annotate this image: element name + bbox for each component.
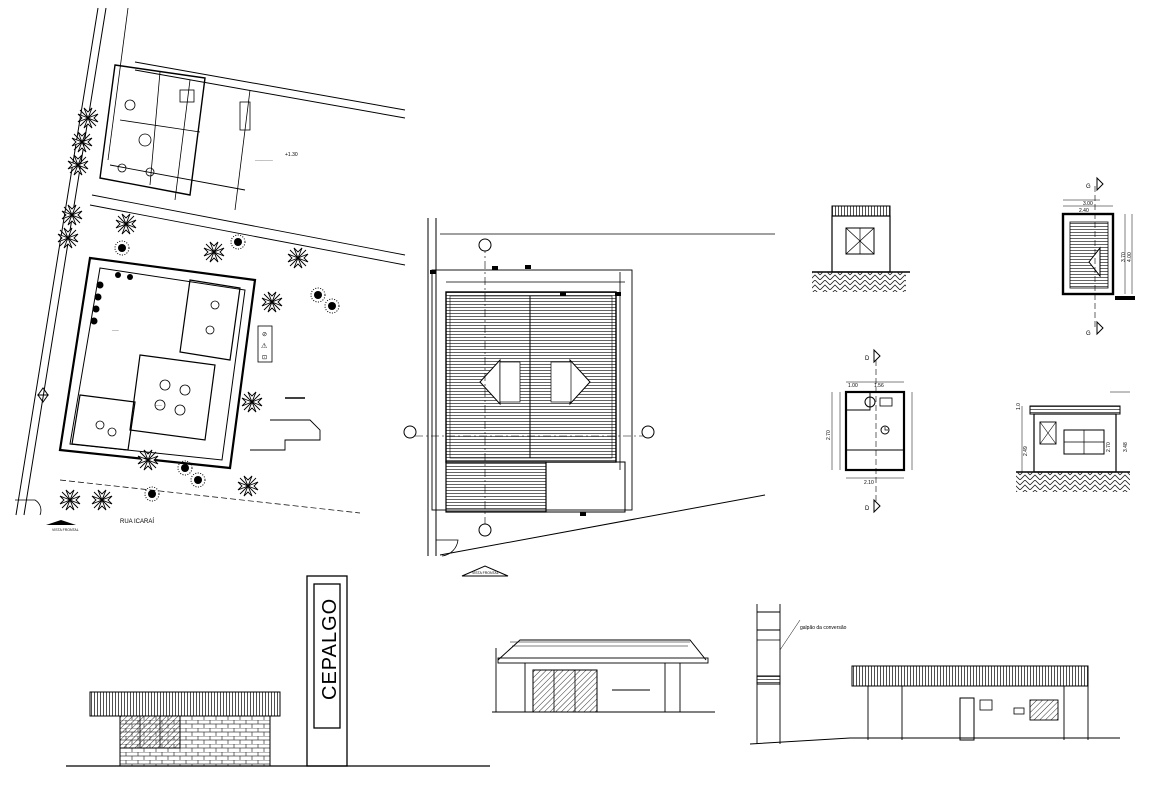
section-mark-g-bottom: G [1086, 331, 1091, 337]
svg-text:⚠: ⚠ [261, 342, 267, 350]
dim-guard-width-inner: 2.40 [1079, 208, 1089, 214]
svg-text:________: ________ [254, 156, 274, 161]
section-mark-d-top: D [865, 356, 870, 362]
site-note: +1.30 [285, 152, 298, 158]
front-elevation-center [492, 639, 715, 713]
svg-text:___: ___ [111, 326, 119, 331]
dim-plan-d-bottom: 2.10 [864, 480, 874, 486]
svg-text:⊡: ⊡ [262, 355, 267, 361]
dim-sec-top: 1.0 [1016, 403, 1022, 410]
guard-booth-section: 1.0 2.49 2.70 3.48 [1016, 391, 1130, 492]
view-label-left: VISTA FRONTAL [52, 528, 79, 532]
roof-plan: VISTA FRONTAL [403, 218, 775, 577]
guard-booth-elevation-small [812, 205, 910, 292]
dim-plan-d-top-b: 1.56 [874, 383, 884, 389]
section-mark-g-top: G [1086, 184, 1091, 190]
dim-plan-d-side: 2.70 [826, 430, 832, 440]
guard-booth-plan-g: 3.00 2.40 3.70 4.00 G G [1061, 176, 1135, 337]
dim-sec-height-c: 3.48 [1123, 442, 1129, 452]
dim-guard-depth: 4.00 [1127, 252, 1133, 262]
cepalgo-totem: CEPALGO [306, 575, 348, 767]
dim-sec-height-a: 2.49 [1023, 446, 1029, 456]
view-label-center: VISTA FRONTAL [472, 571, 499, 575]
dim-guard-depth-inner: 3.70 [1121, 252, 1127, 262]
guard-booth-plan-d: 1.00 1.56 2.10 2.70 D D [826, 348, 913, 514]
svg-text:___: ___ [154, 401, 162, 406]
section-mark-d-bottom: D [865, 506, 870, 512]
dim-plan-d-top-a: 1.00 [848, 383, 858, 389]
svg-text:⊘: ⊘ [262, 332, 267, 338]
dim-guard-width-total: 3.00 [1083, 201, 1093, 207]
sign-text: CEPALGO [319, 598, 341, 700]
site-plan: ________ +1.30 ___ ___ ⊘ ⚠ ⊡ RUA ICARAÍ … [15, 7, 406, 532]
brick-booth-elevation [66, 691, 490, 767]
dim-sec-height-b: 2.70 [1106, 442, 1112, 452]
elevation-note: galpão da conversão [800, 625, 847, 631]
side-elevation-right: galpão da conversão [749, 604, 1120, 745]
street-label: RUA ICARAÍ [120, 518, 154, 525]
